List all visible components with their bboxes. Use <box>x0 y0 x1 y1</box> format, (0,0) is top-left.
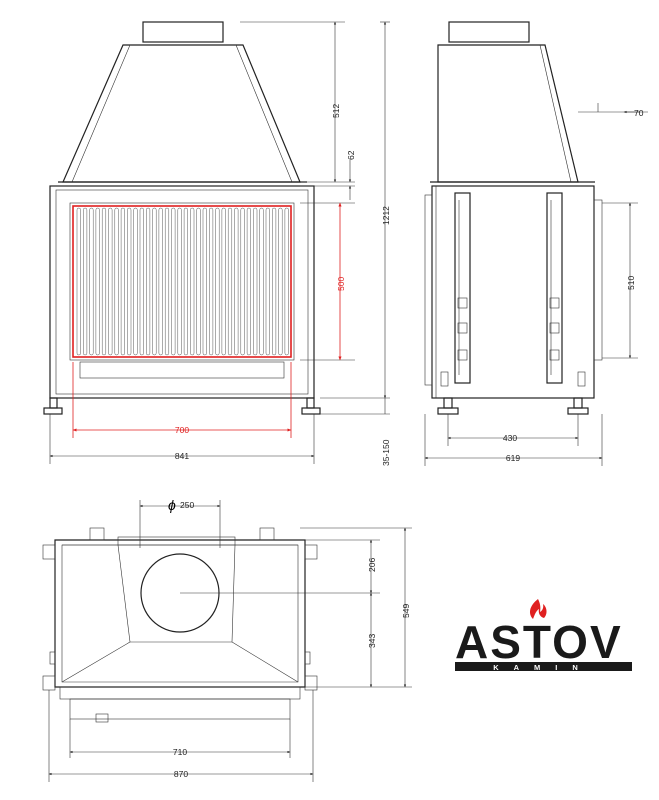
dim-710-label: 710 <box>173 747 187 757</box>
dim-619-label: 619 <box>506 453 520 463</box>
top-lugs <box>42 527 318 691</box>
grate-bar <box>202 207 207 356</box>
grate-bar <box>215 207 220 356</box>
side-rail-right <box>546 192 563 384</box>
grate-bar <box>234 207 239 356</box>
front-feet <box>43 397 321 415</box>
grate-bar <box>171 207 176 356</box>
grate-bar <box>209 207 214 356</box>
grate-bar <box>183 207 188 356</box>
grate-bar <box>76 207 81 356</box>
dim-dia-label: 250 <box>180 500 194 510</box>
dim-70-label: 70 <box>634 108 644 118</box>
side-view: 70 510 430 619 <box>424 21 648 466</box>
dim-1212-label: 1212 <box>381 206 391 225</box>
grate-bar <box>227 207 233 356</box>
grate-bar <box>133 207 138 356</box>
dim-430-label: 430 <box>503 433 517 443</box>
glass-door <box>69 202 295 361</box>
dim-62-label: 62 <box>346 150 356 160</box>
diameter-symbol: ϕ <box>168 497 176 513</box>
grate-bar <box>83 207 88 356</box>
dim-500-label: 500 <box>336 277 346 291</box>
grate-bar <box>89 207 94 356</box>
front-view: 512 62 500 1212 35-150 700 841 <box>43 21 391 466</box>
grate-bar <box>120 207 125 356</box>
dim-870-label: 870 <box>174 769 188 779</box>
svg-text:KAMIN: KAMIN <box>493 663 593 672</box>
grate-bar <box>114 207 119 356</box>
grate-bar <box>272 207 277 356</box>
grate-bar <box>152 207 157 356</box>
astov-logo: ASTOV KAMIN <box>455 599 632 672</box>
grate-bar <box>259 207 264 356</box>
grate-bar <box>190 207 195 356</box>
grate-bar <box>196 207 201 356</box>
grate-bar <box>265 207 270 356</box>
grate-bar <box>284 207 289 356</box>
grate-bar <box>253 207 258 356</box>
top-view: ϕ 250 206 343 549 710 870 <box>42 497 412 782</box>
dim-206-label: 206 <box>367 558 377 572</box>
svg-text:ASTOV: ASTOV <box>455 616 623 668</box>
dim-35-150-label: 35-150 <box>381 439 391 466</box>
grate-bar <box>158 207 163 356</box>
grate-bar <box>146 207 151 356</box>
grate-bar <box>246 207 251 356</box>
grate-bar <box>177 207 182 356</box>
dim-510-label: 510 <box>626 276 636 290</box>
grate-bar <box>108 207 113 356</box>
dim-512-label: 512 <box>331 104 341 118</box>
grate-bar <box>127 207 132 356</box>
grate-bar <box>278 207 283 356</box>
grate-bar <box>101 207 107 356</box>
dim-700-label: 700 <box>175 425 189 435</box>
side-feet <box>437 371 589 415</box>
dim-549-label: 549 <box>401 604 411 618</box>
grate-bar <box>240 207 245 356</box>
side-rail-left <box>454 192 471 384</box>
grate-bar <box>139 207 144 356</box>
grate-bar <box>95 207 100 356</box>
dim-841-label: 841 <box>175 451 189 461</box>
dim-343-label: 343 <box>367 634 377 648</box>
grate-bar <box>164 207 170 356</box>
grate-bar <box>221 207 226 356</box>
flame-icon <box>530 599 547 619</box>
